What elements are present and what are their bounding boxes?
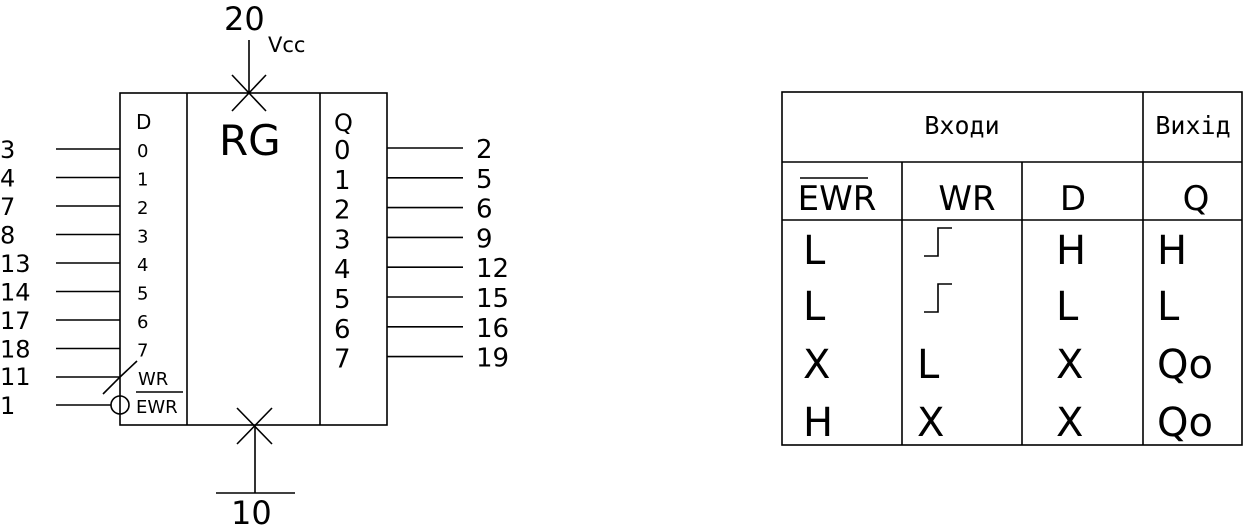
- table-cell: H: [1056, 228, 1086, 274]
- q-bit-label: 0: [334, 136, 351, 166]
- table-cell: H: [1157, 228, 1187, 274]
- vcc-label: Vcc: [268, 33, 305, 57]
- q-bit-label: 7: [334, 345, 351, 375]
- table-border: [781, 91, 1243, 446]
- d-bit-label: 2: [137, 198, 148, 219]
- wr-label: WR: [138, 369, 168, 390]
- table-cell: L: [803, 228, 826, 274]
- table-cell: X: [1056, 400, 1083, 446]
- table-cell: L: [803, 284, 826, 330]
- q-bit-label: 5: [334, 285, 351, 315]
- table-cell: Qo: [1157, 400, 1213, 446]
- gnd-cross-b: [236, 407, 273, 445]
- table-cell: H: [803, 400, 833, 446]
- q-pin-number: 9: [476, 224, 493, 254]
- table-cell: L: [1157, 284, 1180, 330]
- d-pin-number: 3: [0, 136, 15, 164]
- ewr-pin-number: 1: [0, 392, 15, 420]
- vcc-cross-b: [231, 74, 267, 112]
- chip-title: RG: [219, 116, 281, 165]
- q-bit-label: 3: [334, 225, 351, 255]
- q-pin-number: 6: [476, 195, 493, 225]
- q-pin-number: 5: [476, 165, 493, 195]
- column-header: D: [1060, 179, 1086, 219]
- d-pin-number: 7: [0, 193, 15, 221]
- d-bit-label: 4: [137, 255, 148, 276]
- d-pin-number: 17: [0, 307, 31, 335]
- d-bit-label: 1: [137, 170, 148, 191]
- d-bit-label: 7: [137, 341, 148, 362]
- d-pin-number: 13: [0, 250, 31, 278]
- q-bit-label: 2: [334, 196, 351, 226]
- q-pin-number: 15: [476, 284, 509, 314]
- d-bit-label: 0: [137, 141, 148, 162]
- table-cell: Qo: [1157, 342, 1213, 388]
- wr-clock-mark: [102, 376, 121, 395]
- table-cell: X: [1056, 342, 1083, 388]
- ewr-label: EWR: [136, 397, 178, 418]
- q-bit-label: 6: [334, 315, 351, 345]
- rising-edge-icon: [924, 227, 952, 257]
- d-bit-label: 6: [137, 312, 148, 333]
- wr-clock-mark-b: [119, 360, 138, 378]
- column-header: Q: [1183, 179, 1210, 219]
- q-pin-number: 12: [476, 254, 509, 284]
- inputs-header: Входи: [924, 111, 999, 140]
- wr-pin-number: 11: [0, 363, 31, 391]
- q-header: Q: [334, 109, 353, 137]
- d-pin-number: 8: [0, 222, 15, 250]
- column-headers: EWR WR D Q: [798, 177, 1210, 219]
- table-cell: X: [917, 400, 944, 446]
- d-bit-label: 5: [137, 284, 148, 305]
- q-bit-label: 4: [334, 255, 351, 285]
- output-header: Вихід: [1155, 111, 1230, 140]
- ewr-inversion-bubble: [110, 395, 130, 415]
- table-cell: L: [1056, 284, 1079, 330]
- d-pin-number: 4: [0, 165, 15, 193]
- column-header: EWR: [798, 179, 877, 219]
- rising-edge-icon: [924, 283, 952, 313]
- column-header: WR: [938, 179, 995, 219]
- d-pin-number: 18: [0, 336, 31, 364]
- q-bit-label: 1: [334, 166, 351, 196]
- table-cell: L: [917, 342, 940, 388]
- d-bit-label: 3: [137, 227, 148, 248]
- d-pin-number: 14: [0, 279, 31, 307]
- q-pin-number: 16: [476, 314, 509, 344]
- q-pin-number: 2: [476, 135, 493, 165]
- vcc-pin-number: 20: [224, 0, 265, 38]
- table-cell: X: [803, 342, 830, 388]
- gnd-pin-number: 10: [231, 494, 272, 528]
- q-pin-number: 19: [476, 344, 509, 374]
- d-header: D: [136, 110, 151, 134]
